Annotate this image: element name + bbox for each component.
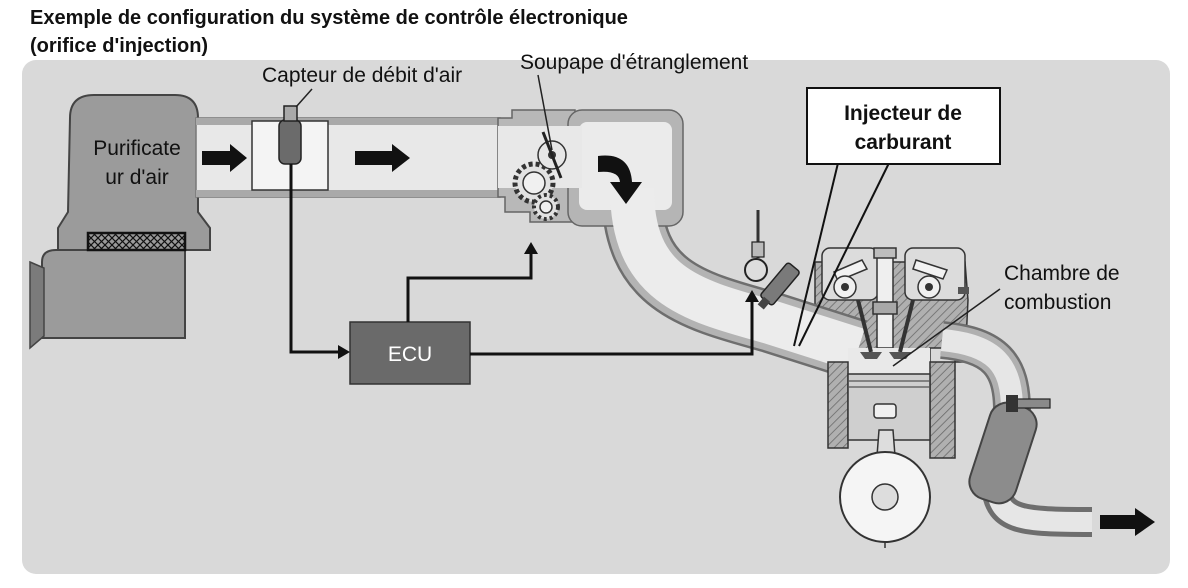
head-bolt-right (958, 287, 969, 294)
throttle-gear-small-hub (539, 200, 553, 214)
throttle-valve-plate (541, 131, 563, 179)
air-cleaner-label-line2: ur d'air (105, 166, 169, 189)
spark-plug-hex (872, 301, 898, 315)
exhaust-flow-arrow (1100, 508, 1155, 536)
signal-ecu-to-throttle (406, 252, 533, 322)
injector-nozzle (757, 296, 771, 310)
injector-callout-line-right (798, 162, 890, 347)
airflow-sensor-label: Capteur de débit d'air (262, 64, 462, 87)
signal-lines (289, 164, 759, 359)
exhaust-system (939, 321, 1155, 537)
exhaust-valve-stem (898, 299, 915, 353)
airflow-sensor-leader-line (295, 88, 313, 108)
ecu-box (349, 321, 471, 385)
oxygen-sensor-base (1006, 395, 1018, 412)
plenum-flow-arrow (598, 155, 642, 204)
camshaft-left-center (841, 283, 849, 291)
air-cleaner-intake-duct (41, 249, 186, 339)
airflow-sensor-cap (283, 105, 298, 122)
combustion-chamber (848, 348, 930, 374)
fuel-line-fitting (751, 241, 765, 258)
injector-callout-line-left (793, 162, 839, 347)
injector-connector (744, 258, 768, 282)
throttle-valve-label: Soupape d'étranglement (520, 51, 748, 74)
spark-plug-body (876, 251, 894, 349)
engine (821, 247, 969, 548)
signal-ecu-to-injector-arrowhead (745, 290, 759, 302)
intake-pipe-bottom-wall (196, 190, 500, 197)
cylinder-wall-right (929, 361, 956, 459)
injector-callout: Injecteur de carburant (793, 87, 1001, 347)
intake-valve-stem (856, 299, 873, 353)
spark-plug-top (873, 247, 897, 259)
signal-sensor-to-ecu-arrowhead (338, 345, 350, 359)
signal-sensor-to-ecu (289, 164, 340, 354)
fuel-injector (744, 210, 800, 310)
diagram-title-line2: (orifice d'injection) (30, 35, 208, 57)
combustion-chamber-leader-line (892, 288, 1001, 367)
ecu: ECU (349, 321, 471, 385)
air-filter-element (86, 231, 187, 252)
airflow-sensor: Capteur de débit d'air (251, 64, 462, 191)
throttle-mechanism: Soupape d'étranglement (512, 51, 748, 221)
intake-pipe-top-wall (196, 118, 500, 125)
airflow-arrow-2 (355, 144, 410, 172)
diagram-title-line1: Exemple de configuration du système de c… (30, 7, 628, 29)
rocker-arm-right (912, 259, 949, 280)
combustion-chamber-label-line1: Chambre de (1004, 262, 1120, 285)
intake-pipe (195, 117, 501, 198)
cylinder-wall-left (827, 361, 849, 449)
airflow-arrow-1 (202, 144, 247, 172)
crankshaft-hub (871, 483, 899, 511)
oxygen-sensor-body (1013, 398, 1051, 409)
injector-callout-box (806, 87, 1001, 165)
combustion-chamber-label-line2: combustion (1004, 291, 1111, 314)
air-cleaner: Purificate ur d'air (29, 94, 211, 350)
air-cleaner-label-line1: Purificate (93, 137, 181, 160)
throttle-valve-leader-line (537, 74, 553, 151)
air-cleaner-housing (57, 94, 211, 251)
airflow-sensor-probe (278, 119, 302, 165)
intake-valve-head (860, 352, 882, 359)
throttle-gear-large-hub (522, 171, 546, 195)
signal-ecu-to-throttle-arrowhead (524, 242, 538, 254)
ecu-label: ECU (388, 343, 432, 366)
signal-ecu-to-injector (470, 300, 754, 356)
injector-label-line1: Injecteur de (844, 102, 962, 125)
piston-pin (873, 403, 897, 419)
camshaft-right-center (925, 283, 933, 291)
air-cleaner-intake-mouth (29, 260, 45, 350)
combustion-chamber-annotation: Chambre de combustion (892, 262, 1120, 367)
injector-label-line2: carburant (855, 131, 952, 154)
